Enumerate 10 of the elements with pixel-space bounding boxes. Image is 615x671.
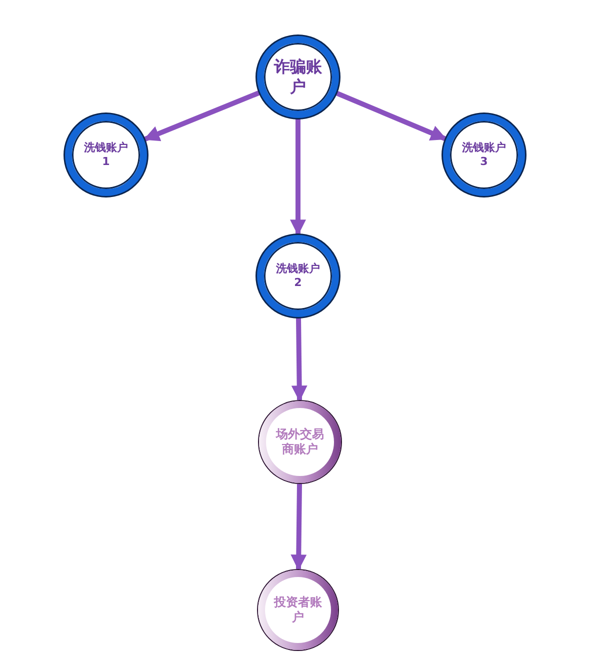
arrow xyxy=(143,90,260,142)
node-label: 洗钱账户3 xyxy=(461,141,507,169)
arrow xyxy=(336,90,447,142)
node-label: 洗钱账户2 xyxy=(275,262,321,290)
node-label: 洗钱账户1 xyxy=(83,141,129,169)
node-label: 诈骗账户 xyxy=(272,57,323,97)
node-label: 场外交易商账户 xyxy=(275,427,325,457)
arrow xyxy=(290,119,306,236)
arrow xyxy=(291,318,308,402)
node-label: 投资者账户 xyxy=(273,595,323,625)
